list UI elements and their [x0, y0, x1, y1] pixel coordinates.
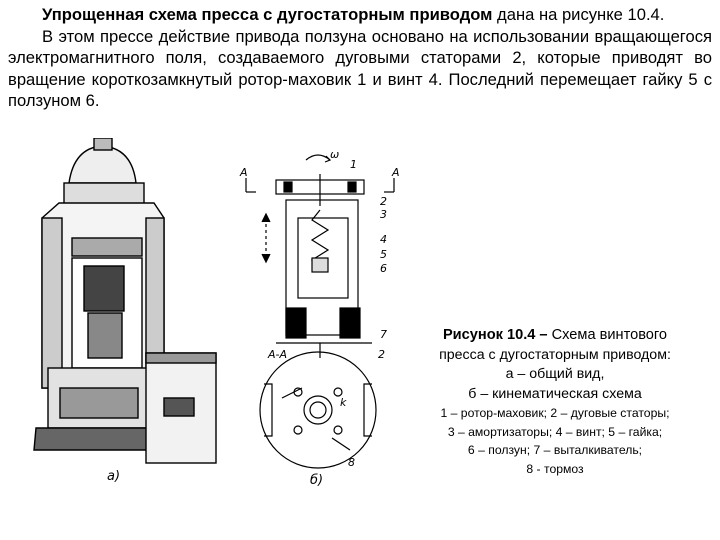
caption-line-5: 1 – ротор-маховик; 2 – дуговые статоры; — [440, 406, 670, 420]
callout-5: 5 — [380, 248, 387, 261]
callout-2: 2 — [380, 195, 387, 208]
figure-a-press-general-view: а) — [33, 138, 217, 484]
intro-text: Упрощенная схема пресса с дугостаторным … — [8, 4, 712, 112]
figure-caption: Рисунок 10.4 – Схема винтового пресса с … — [405, 326, 705, 478]
caption-line-8: 8 - тормоз — [526, 461, 584, 476]
caption-line-7: 6 – ползун; 7 – выталкиватель; — [467, 443, 643, 457]
intro-heading: Упрощенная схема пресса с дугостаторным … — [42, 5, 493, 24]
omega-label: ω — [330, 148, 339, 161]
caption-title-rest: Схема винтового — [547, 327, 668, 343]
callout-8: 8 — [348, 456, 355, 469]
caption-title: Рисунок 10.4 – Схема винтового — [405, 326, 705, 346]
callout-6: 6 — [380, 262, 387, 275]
callout-3: 3 — [380, 208, 387, 221]
callout-4: 4 — [380, 233, 387, 246]
intro-paragraph-1: Упрощенная схема пресса с дугостаторным … — [8, 4, 712, 26]
section-arrow-label-right: А — [391, 166, 400, 179]
caption-line-4: б – кинематическая схема — [468, 385, 642, 402]
callout-1: 1 — [350, 158, 357, 171]
k-label: k — [340, 396, 347, 409]
callout-7: 7 — [380, 328, 387, 341]
section-arrow-label-left: А — [239, 166, 248, 179]
figure-b-label: б) — [310, 473, 323, 488]
intro-paragraph-1-rest: дана на рисунке 10.4. — [492, 5, 665, 24]
caption-line-2: пресса с дугостаторным приводом: — [439, 346, 671, 363]
caption-title-bold: Рисунок 10.4 – — [442, 327, 548, 343]
caption-line-6: 3 – амортизаторы; 4 – винт; 5 – гайка; — [447, 424, 663, 439]
section-title: А-А — [267, 348, 287, 361]
caption-line-3: а – общий вид, — [505, 366, 605, 382]
figure-b-kinematic-scheme: А А ω 1 2 3 4 5 6 7 А-А 2 8 k б) — [239, 148, 400, 488]
callout-2-section: 2 — [378, 348, 385, 361]
figure-a-label: а) — [107, 469, 120, 484]
intro-paragraph-2: В этом прессе действие привода ползуна о… — [8, 26, 712, 111]
